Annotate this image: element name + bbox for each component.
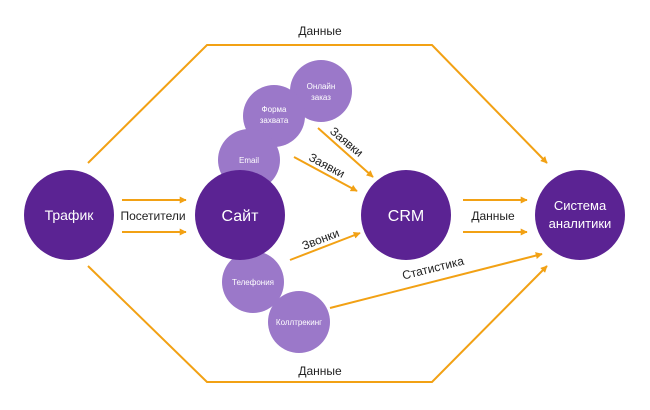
top-data-line bbox=[87, 44, 548, 164]
main-nodes bbox=[24, 170, 625, 260]
crm-label: CRM bbox=[388, 208, 424, 225]
site-label: Сайт bbox=[222, 208, 260, 225]
calltracking-node bbox=[268, 291, 330, 353]
requests-arrows bbox=[293, 127, 374, 192]
telephony-label: Телефония bbox=[232, 278, 274, 287]
online-order-label-line1: Онлайн bbox=[307, 82, 336, 91]
requests-label-2: Заявки bbox=[306, 150, 347, 181]
bottom-data-line bbox=[87, 265, 548, 383]
analytics-node bbox=[535, 170, 625, 260]
analytics-label-line1: Система bbox=[554, 198, 607, 213]
traffic-label: Трафик bbox=[45, 207, 95, 223]
data-bottom-label: Данные bbox=[298, 364, 342, 378]
requests-arrow-from-email bbox=[293, 156, 358, 192]
analytics-label-line2: аналитики bbox=[549, 216, 612, 231]
calltracking-label: Коллтрекинг bbox=[276, 318, 322, 327]
online-order-node bbox=[290, 60, 352, 122]
calls-arrow bbox=[289, 232, 361, 261]
data-arrows-middle bbox=[463, 196, 528, 236]
telephony-node bbox=[222, 251, 284, 313]
outer-flow-lines bbox=[87, 44, 548, 383]
visitors-arrows bbox=[122, 196, 187, 236]
source-nodes bbox=[218, 60, 352, 353]
site-node bbox=[195, 170, 285, 260]
capture-form-label-line2: захвата bbox=[260, 116, 289, 125]
visitors-label: Посетители bbox=[120, 209, 185, 223]
online-order-label-line2: заказ bbox=[311, 93, 331, 102]
email-label: Email bbox=[239, 156, 259, 165]
capture-form-label-line1: Форма bbox=[262, 105, 287, 114]
statistics-arrow bbox=[329, 252, 543, 309]
traffic-node bbox=[24, 170, 114, 260]
data-top-label: Данные bbox=[298, 24, 342, 38]
crm-node bbox=[361, 170, 451, 260]
data-middle-label: Данные bbox=[471, 209, 515, 223]
requests-arrow-from-online-order bbox=[317, 127, 374, 178]
